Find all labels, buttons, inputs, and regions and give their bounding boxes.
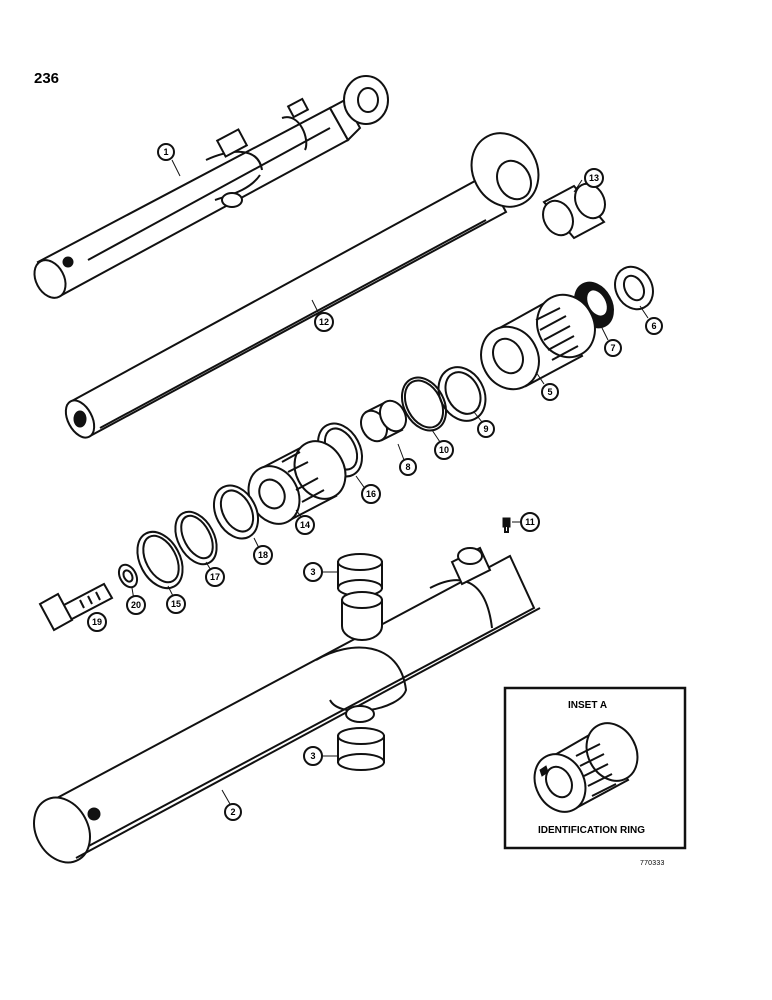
callout-part-20: 20 xyxy=(126,595,146,615)
svg-text:20: 20 xyxy=(131,600,141,610)
svg-text:11: 11 xyxy=(525,517,535,527)
part-11-grease-fitting xyxy=(502,517,511,533)
callout-part-16: 16 xyxy=(361,484,381,504)
svg-text:8: 8 xyxy=(405,462,410,472)
svg-text:15: 15 xyxy=(171,599,181,609)
page-number: 236 xyxy=(34,70,60,87)
svg-text:2: 2 xyxy=(230,807,235,817)
callout-part-18: 18 xyxy=(253,545,273,565)
part-2-cylinder-barrel xyxy=(33,546,541,864)
part-19-bolt xyxy=(38,582,114,632)
callout-part-10: 10 xyxy=(434,440,454,460)
part-17-ring xyxy=(174,510,218,566)
part-5-gland-head xyxy=(480,293,596,391)
part-14-piston xyxy=(247,440,347,525)
part-10-o-ring xyxy=(400,376,448,432)
svg-text:3: 3 xyxy=(310,567,315,577)
part-18-ring xyxy=(212,484,260,540)
reference-code: 770333 xyxy=(640,860,665,867)
svg-text:14: 14 xyxy=(300,520,310,530)
svg-text:5: 5 xyxy=(547,387,552,397)
svg-text:3: 3 xyxy=(310,751,315,761)
callout-part-13: 13 xyxy=(584,168,604,188)
callout-part-1: 1 xyxy=(157,143,175,161)
callout-part-11: 11 xyxy=(520,512,540,532)
callout-part-12: 12 xyxy=(314,312,334,332)
part-6-wiper xyxy=(614,265,654,311)
svg-text:12: 12 xyxy=(319,317,329,327)
inset-caption: IDENTIFICATION RING xyxy=(538,825,646,836)
part-15-ring xyxy=(136,530,184,590)
callout-part-5: 5 xyxy=(541,383,559,401)
callout-part-3-upper: 3 xyxy=(303,562,323,582)
svg-text:17: 17 xyxy=(210,572,220,582)
part-13-bushing xyxy=(542,182,606,240)
svg-text:1: 1 xyxy=(163,147,168,157)
callout-part-9: 9 xyxy=(477,420,495,438)
svg-text:19: 19 xyxy=(92,617,102,627)
svg-text:18: 18 xyxy=(258,550,268,560)
inset-title: INSET A xyxy=(568,700,608,711)
svg-text:6: 6 xyxy=(651,321,656,331)
callout-part-19: 19 xyxy=(87,612,107,632)
part-3-bushing-upper xyxy=(337,553,383,597)
svg-text:9: 9 xyxy=(483,424,488,434)
svg-text:10: 10 xyxy=(439,445,449,455)
callout-part-7: 7 xyxy=(604,339,622,357)
part-20-washer xyxy=(117,563,139,589)
part-3-bushing-lower xyxy=(337,727,385,771)
callout-part-14: 14 xyxy=(295,515,315,535)
svg-text:16: 16 xyxy=(366,489,376,499)
svg-text:7: 7 xyxy=(610,343,615,353)
callout-part-8: 8 xyxy=(399,458,417,476)
callout-part-17: 17 xyxy=(205,567,225,587)
svg-text:13: 13 xyxy=(589,173,599,183)
part-1-cylinder-barrel xyxy=(33,75,389,299)
inset-a-box xyxy=(503,686,687,850)
callout-part-15: 15 xyxy=(166,594,186,614)
callouts: 1 12 13 6 7 5 9 10 8 16 14 18 17 15 20 1… xyxy=(87,143,663,821)
callout-part-2: 2 xyxy=(224,803,242,821)
callout-part-3-lower: 3 xyxy=(303,746,323,766)
callout-part-6: 6 xyxy=(645,317,663,335)
part-8-stop-nut xyxy=(360,399,407,443)
part-12-piston-rod xyxy=(64,132,540,439)
